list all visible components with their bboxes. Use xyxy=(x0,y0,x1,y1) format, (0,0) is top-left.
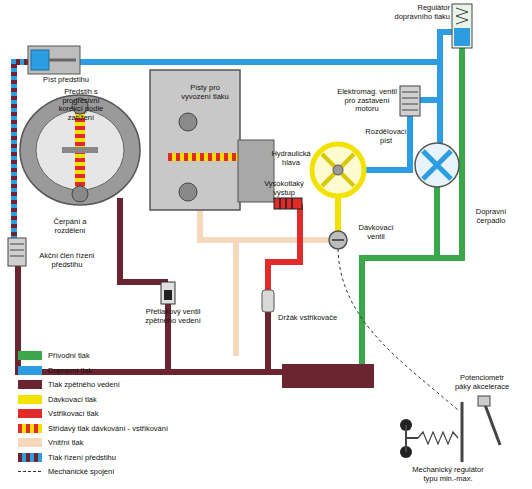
actuator-coil xyxy=(10,244,24,256)
metering-valve xyxy=(329,231,347,249)
legend-swatch xyxy=(18,409,42,418)
advance-piston xyxy=(31,50,49,70)
legend-text: Dopravní tlak xyxy=(48,365,92,376)
swatch-stripe xyxy=(18,424,22,433)
rotor-cross xyxy=(62,147,98,153)
high-pressure-outlet xyxy=(274,198,302,209)
legend-text: Přívodní tlak xyxy=(48,350,90,361)
solenoid-coil xyxy=(402,92,418,110)
legend-text: Tlak řízení předstihu xyxy=(48,452,116,463)
legend-text: Vnitřní tlak xyxy=(48,437,83,448)
rotor-hub xyxy=(333,165,343,175)
swatch-dash xyxy=(18,471,42,472)
part-label: Potenciometr páky akcelerace xyxy=(452,374,512,391)
swatch-stripe xyxy=(18,453,22,462)
relief-valve xyxy=(161,282,175,304)
plunger-ball xyxy=(179,183,197,201)
metering-pipe xyxy=(335,196,341,232)
swatch-stripe xyxy=(26,453,30,462)
swatch-stripe xyxy=(34,453,38,462)
part-label: Elektromag. ventil pro zastavení motoru xyxy=(336,88,398,114)
part-label: Předstih s progresivní korekcí podle zat… xyxy=(50,88,112,123)
roller xyxy=(72,186,88,202)
legend-text: Vstřikovací tlak xyxy=(48,408,98,419)
regulator-spring xyxy=(456,8,468,24)
pressure-regulator xyxy=(452,4,472,48)
outlet-thread xyxy=(280,198,292,209)
legend-striped-swatch xyxy=(18,424,42,433)
regulator-piston xyxy=(454,28,470,46)
swatch-base xyxy=(18,453,42,462)
part-label: Píst předstihu xyxy=(36,76,96,85)
legend-striped-swatch xyxy=(18,453,42,462)
plunger-ball xyxy=(179,113,197,131)
swatch-base xyxy=(18,424,42,433)
internal-pipe xyxy=(200,210,236,240)
supply-pipe xyxy=(362,187,437,364)
advance-rod xyxy=(49,59,76,62)
hydraulic-head xyxy=(312,144,364,196)
fuel-tank xyxy=(282,364,374,388)
injection-pipe xyxy=(268,204,300,292)
legend-text: Mechanické spojení xyxy=(48,466,114,477)
legend-swatch xyxy=(18,366,42,375)
return-pipe xyxy=(265,312,271,372)
swatch-stripe xyxy=(26,424,30,433)
legend-text: Střídavý tlak dávkování - vstřikování xyxy=(48,423,168,434)
advance-actuator xyxy=(8,238,26,266)
part-label: Vysokotlaký výstup xyxy=(258,180,310,197)
legend-text: Tlak zpětného vedení xyxy=(48,379,120,390)
shutoff-solenoid xyxy=(400,86,420,116)
part-label: Dávkovací ventil xyxy=(356,224,396,241)
pressure-block xyxy=(150,70,240,210)
part-label: Rozdělovací píst xyxy=(364,128,408,145)
legend-swatch xyxy=(18,380,42,389)
metering-valve-slot xyxy=(332,239,344,241)
plunger-channel xyxy=(168,153,240,161)
pump-vanes xyxy=(423,151,451,179)
part-label: Hydraulická hlava xyxy=(270,150,312,167)
advance-piston-housing xyxy=(28,46,80,74)
part-label: Přetlakový ventil zpětného vedení xyxy=(132,308,214,325)
transfer-pipe xyxy=(440,32,452,62)
accelerator-lever xyxy=(484,402,500,445)
part-label: Dopravní čerpadlo xyxy=(468,208,514,225)
swatch-stripe xyxy=(34,424,38,433)
part-label: Akční člen řízení předstihu xyxy=(30,252,104,269)
legend-text: Dávkovací tlak xyxy=(48,394,97,405)
potentiometer xyxy=(478,396,490,406)
part-label: Regulátor dopravního tlaku xyxy=(386,4,450,21)
governor-link xyxy=(406,437,418,439)
transfer-pipe xyxy=(420,97,440,103)
internal-pipe xyxy=(236,240,329,356)
pump-head xyxy=(238,140,274,202)
part-label: Čerpání a rozdělení xyxy=(48,218,92,235)
part-label: Držák vstřikovače xyxy=(278,314,350,323)
legend-swatch xyxy=(18,438,42,447)
governor-spring xyxy=(418,432,458,444)
distributor-rotor xyxy=(322,154,354,186)
legend-swatch xyxy=(18,351,42,360)
part-label: Mechanický regulátor typu min.-max. xyxy=(408,466,488,483)
transfer-pump xyxy=(415,143,459,187)
governor-lever xyxy=(461,402,464,462)
legend-swatch xyxy=(18,395,42,404)
plunger-channel xyxy=(168,153,240,161)
relief-valve-core xyxy=(164,290,172,300)
legend-line-sample xyxy=(18,467,42,476)
part-label: Písty pro vyvození tlaku xyxy=(176,84,234,101)
cam-ring xyxy=(36,110,124,190)
injector-holder xyxy=(262,290,274,312)
